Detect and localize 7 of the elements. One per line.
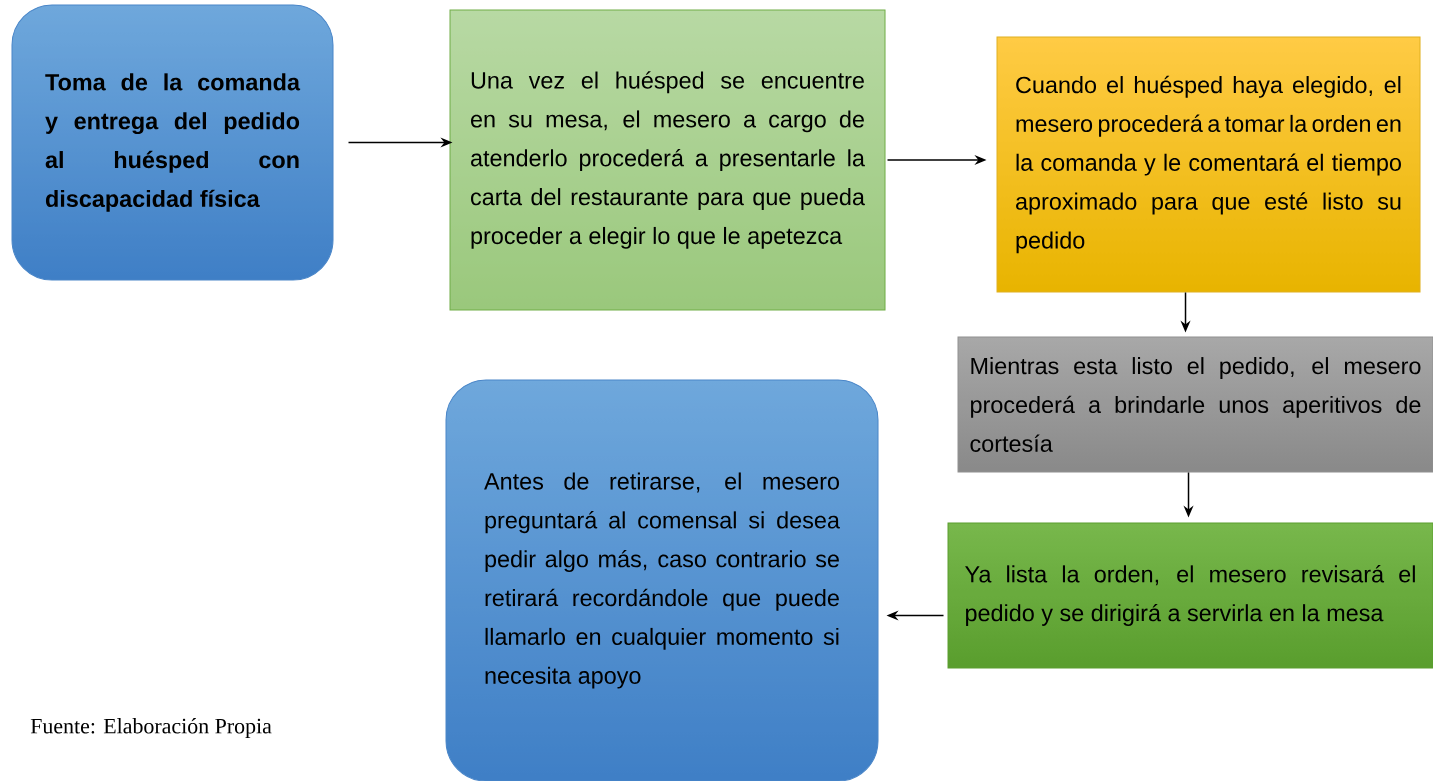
process-box: Antes de retirarse, el mesero preguntará al comensal si desea pedir algo más, caso contrario se retirará recordándole que puede llamarlo en cualquier momento si necesita apoyo [445,379,879,781]
process-box: Toma de la comanda y entrega del pedido al huésped con discapacidad física [11,4,334,281]
process-box: Mientras esta listo el pedido, el mesero procederá a brindarle unos aperitivos de cortesía [957,336,1433,473]
process-box: Una vez el huésped se encuentre en su mesa, el mesero a cargo de atenderlo procederá a presentarle la carta del restaurante para que pueda proceder a elegir lo que le apetezca [449,9,886,311]
process-box: Cuando el huésped haya elegido, el mesero procederá a tomar la orden en la comanda y le comentará el tiempo aproximado para que esté listo su pedido [996,36,1421,293]
process-box: Ya lista la orden, el mesero revisará el pedido y se dirigirá a servirla en la mesa [947,522,1433,669]
source-note: Fuente: Elaboración Propia [30,718,272,738]
